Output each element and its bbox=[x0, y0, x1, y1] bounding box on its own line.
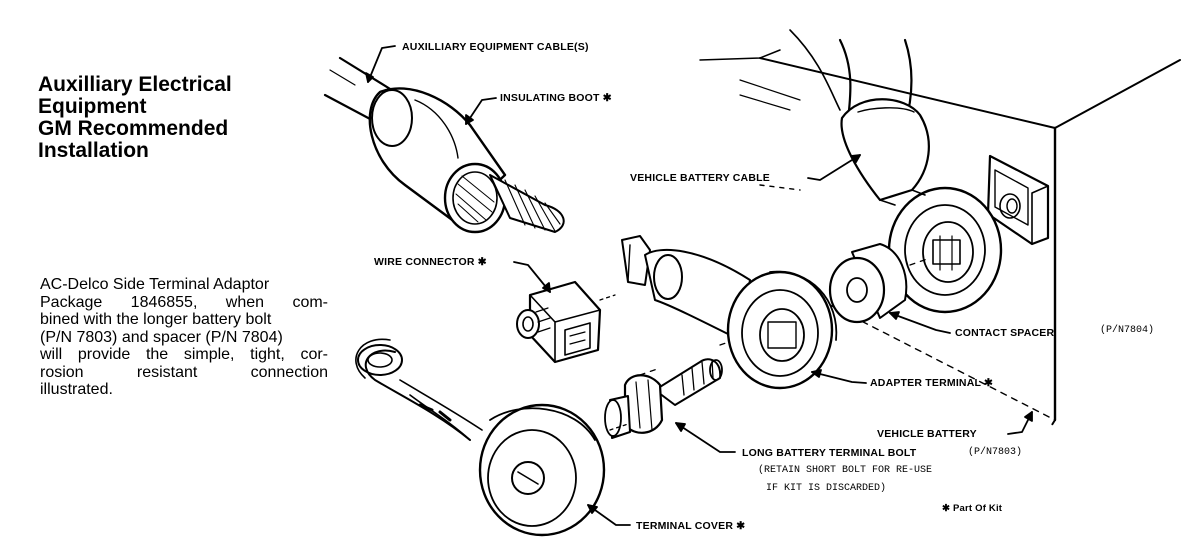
label-contact-spacer: CONTACT SPACER bbox=[955, 327, 1055, 339]
label-vehicle-battery: VEHICLE BATTERY bbox=[877, 428, 977, 440]
terminal-cover-drawing bbox=[355, 338, 629, 537]
title-line: Auxilliary Electrical bbox=[38, 73, 232, 96]
label-auxiliary-equipment-cable: AUXILLIARY EQUIPMENT CABLE(S) bbox=[402, 41, 589, 53]
label-retain-note: IF KIT IS DISCARDED) bbox=[766, 483, 887, 494]
adapter-terminal-drawing bbox=[621, 235, 838, 390]
title-line: Equipment bbox=[38, 95, 147, 118]
leader-lines bbox=[365, 45, 1033, 526]
label-adapter-terminal: ADAPTER TERMINAL ✱ bbox=[870, 377, 994, 389]
label-long-battery-terminal-bolt: LONG BATTERY TERMINAL BOLT bbox=[742, 447, 917, 459]
description-line: Package 1846855, when com- bbox=[40, 293, 328, 311]
description-line: will provide the simple, tight, cor- bbox=[40, 346, 328, 363]
contact-spacer-drawing bbox=[828, 243, 908, 324]
wire-connector-drawing bbox=[516, 280, 616, 364]
long-battery-bolt-drawing bbox=[604, 358, 723, 439]
vehicle-battery-drawing bbox=[699, 49, 1181, 429]
label-part-of-kit-legend: ✱ Part Of Kit bbox=[942, 503, 1003, 514]
label-terminal-cover: TERMINAL COVER ✱ bbox=[636, 520, 746, 532]
label-long-bolt-part-number: (P/N7803) bbox=[968, 447, 1023, 458]
label-contact-spacer-part-number: (P/N7804) bbox=[1100, 325, 1155, 336]
description-line: bined with the longer battery bolt bbox=[40, 311, 272, 328]
description-line: (P/N 7803) and spacer (P/N 7804) bbox=[40, 328, 283, 346]
vehicle-battery-cable-drawing bbox=[789, 29, 1003, 314]
title-line: Installation bbox=[38, 139, 149, 162]
page-title: Auxilliary Electrical Equipment GM Recom… bbox=[38, 74, 232, 162]
label-vehicle-battery-cable: VEHICLE BATTERY CABLE bbox=[630, 172, 770, 184]
label-retain-note: (RETAIN SHORT BOLT FOR RE-USE bbox=[758, 465, 933, 476]
description-line: rosion resistant connection bbox=[40, 363, 328, 381]
label-insulating-boot: INSULATING BOOT ✱ bbox=[500, 92, 612, 104]
description-line: illustrated. bbox=[40, 381, 113, 398]
description-line: AC-Delco Side Terminal Adaptor bbox=[40, 276, 270, 293]
description-text: AC-Delco Side Terminal Adaptor Package 1… bbox=[40, 276, 328, 399]
battery-side-terminal-drawing bbox=[986, 154, 1050, 246]
title-line: GM Recommended bbox=[38, 117, 229, 140]
auxiliary-cable-drawing bbox=[323, 56, 565, 234]
label-wire-connector: WIRE CONNECTOR ✱ bbox=[374, 256, 487, 268]
